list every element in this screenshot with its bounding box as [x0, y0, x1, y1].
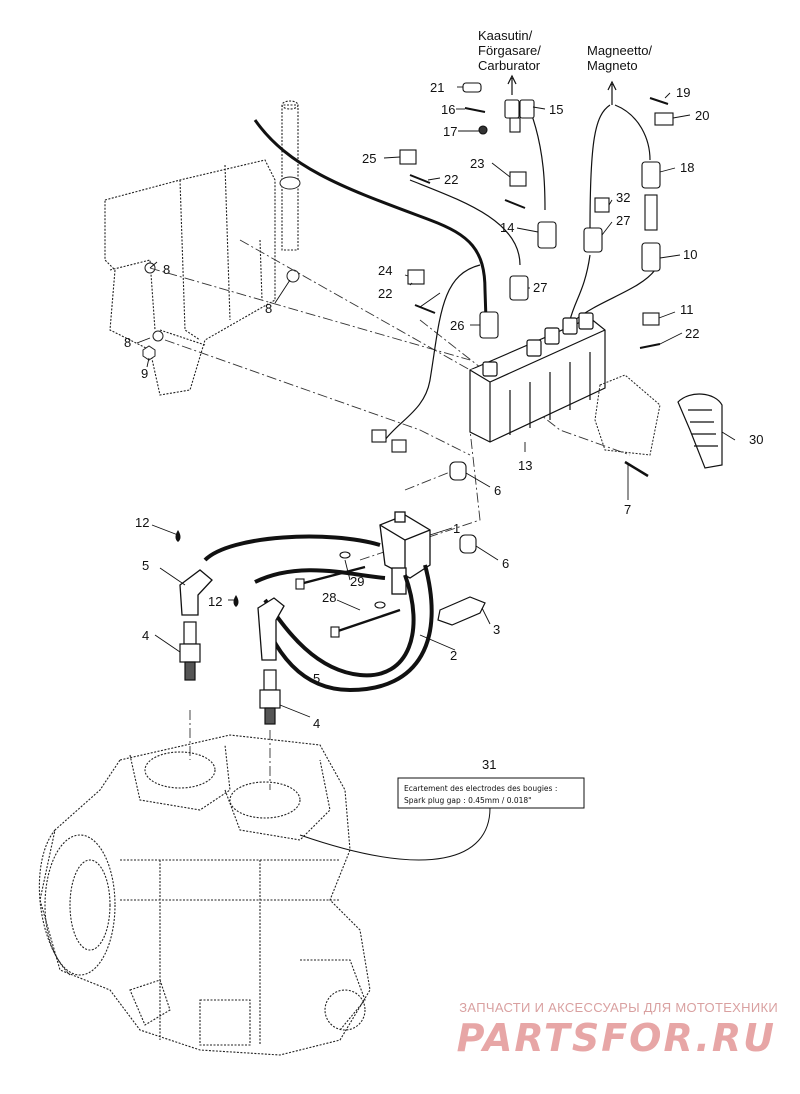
callout-27a: 27 [533, 280, 547, 295]
magneto-heading-line-2: Magneto [587, 58, 638, 73]
callout-11: 11 [680, 302, 694, 317]
frame-fasteners [142, 176, 301, 361]
callout-26: 26 [450, 318, 464, 333]
callout-22b: 22 [378, 286, 392, 301]
callout-22a: 22 [444, 172, 458, 187]
callout-30: 30 [749, 432, 763, 447]
clamp-3 [437, 596, 486, 626]
magneto-heading-line-1: Magneetto/ [587, 43, 652, 58]
callout-24: 24 [378, 263, 392, 278]
engine-block [38, 734, 371, 1056]
callout-32: 32 [616, 190, 630, 205]
thin-wire-a [384, 264, 481, 441]
harness-branch [409, 179, 521, 266]
mounting-frame [104, 100, 299, 396]
alignment-lines [149, 239, 631, 790]
callout-8b: 8 [265, 301, 272, 316]
callout-5a: 5 [142, 558, 149, 573]
callout-13: 13 [518, 458, 532, 473]
callout-20: 20 [695, 108, 709, 123]
watermark-logo: PARTSFOR.RU [456, 1016, 776, 1060]
callout-labels: 1 2 3 4 4 5 5 6 6 7 8 8 8 9 10 11 12 12 … [124, 80, 763, 772]
callout-4b: 4 [313, 716, 320, 731]
carburator-heading: Kaasutin/ Förgasare/ Carburator [478, 28, 541, 73]
callout-21: 21 [430, 80, 444, 95]
callout-1: 1 [453, 521, 460, 536]
callout-12a: 12 [135, 515, 149, 530]
callout-19: 19 [676, 85, 690, 100]
callout-25: 25 [362, 151, 376, 166]
holder-30 [677, 393, 723, 469]
callout-31: 31 [482, 757, 496, 772]
thin-wire-c [589, 104, 611, 231]
note-line-2: Spark plug gap : 0.45mm / 0.018" [404, 796, 532, 805]
arrow-up-icon-2 [607, 80, 617, 105]
cdi-module [469, 312, 606, 443]
callout-16: 16 [441, 102, 455, 117]
callout-10: 10 [683, 247, 697, 262]
callout-8c: 8 [124, 335, 131, 350]
bolts-washers [295, 551, 401, 638]
thin-wire-b [529, 109, 546, 211]
callout-6a: 6 [494, 483, 501, 498]
callout-4a: 4 [142, 628, 149, 643]
callout-15: 15 [549, 102, 563, 117]
thin-wire-f [569, 254, 591, 321]
callout-7: 7 [624, 502, 631, 517]
callout-14: 14 [500, 220, 514, 235]
leader-lines [136, 86, 736, 718]
callout-6b: 6 [502, 556, 509, 571]
harness-cable [253, 119, 488, 321]
callout-18: 18 [680, 160, 694, 175]
ignition-coil [379, 511, 431, 595]
callout-22c: 22 [685, 326, 699, 341]
callout-2: 2 [450, 648, 457, 663]
screw-7 [624, 460, 649, 478]
connector-parts [371, 82, 674, 453]
note-line-1: Ecartement des electrodes des bougies : [404, 784, 557, 793]
arrow-up-icon [507, 74, 517, 95]
callout-17: 17 [443, 124, 457, 139]
cdi-bracket [594, 374, 661, 456]
callout-9: 9 [141, 366, 148, 381]
callout-23: 23 [470, 156, 484, 171]
watermark-tagline: ЗАПЧАСТИ И АКСЕССУАРЫ ДЛЯ МОТОТЕХНИКИ [459, 1000, 778, 1015]
callout-8a: 8 [163, 262, 170, 277]
callout-5b: 5 [313, 671, 320, 686]
note-leader [299, 807, 491, 861]
carburator-heading-line-1: Kaasutin/ [478, 28, 533, 43]
carburator-heading-line-2: Förgasare/ [478, 43, 541, 58]
callout-12b: 12 [208, 594, 222, 609]
spark-plugs [179, 621, 281, 725]
carburator-heading-line-3: Carburator [478, 58, 541, 73]
magneto-heading: Magneetto/ Magneto [587, 43, 652, 73]
spacers [449, 461, 477, 554]
ht-leads [203, 534, 434, 693]
thin-wire-d [614, 104, 651, 161]
callout-27b: 27 [616, 213, 630, 228]
spark-gap-note-box: Ecartement des electrodes des bougies : … [397, 777, 585, 809]
callout-29: 29 [350, 574, 364, 589]
callout-3: 3 [493, 622, 500, 637]
grease-drop-icons [175, 530, 239, 607]
spark-plug-caps [179, 569, 285, 661]
callout-28: 28 [322, 590, 336, 605]
